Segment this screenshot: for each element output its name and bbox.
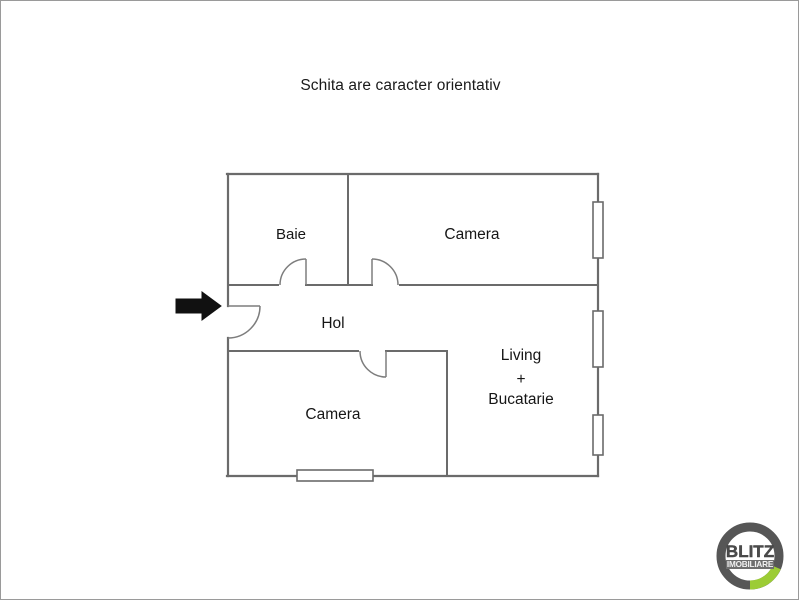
page-title: Schita are caracter orientativ (300, 77, 501, 94)
room-label-baie: Baie (276, 226, 306, 243)
room-label-hol: Hol (321, 315, 344, 332)
interior-walls (227, 173, 599, 477)
door-camera-top (371, 258, 399, 286)
doors (227, 258, 399, 378)
entry-arrow (175, 291, 222, 321)
room-labels: Baie Camera Hol Camera Living + Bucatari… (276, 226, 554, 423)
brand-logo: BLITZ IMOBILIARE (713, 519, 787, 593)
outer-walls (225, 172, 600, 478)
door-camera-top-arc (371, 258, 399, 286)
room-label-camera-top: Camera (444, 226, 500, 243)
logo-ring-accent (749, 565, 781, 590)
window-living-right-lower (592, 414, 604, 456)
window-camera-bottom (296, 469, 374, 482)
door-camera-bottom-arc (359, 350, 387, 378)
door-baie (279, 258, 307, 286)
room-label-living: Living (501, 347, 542, 364)
door-entry-arc (227, 305, 261, 339)
room-label-bucatarie: Bucatarie (488, 391, 553, 408)
room-label-plus: + (516, 371, 525, 388)
door-baie-arc (279, 258, 307, 286)
window-camera-top-right (592, 201, 604, 259)
door-entry (227, 305, 261, 339)
room-label-camera-bottom: Camera (305, 406, 361, 423)
logo-ring-icon (716, 522, 784, 590)
window-living-right-upper (592, 310, 604, 368)
entry-arrow-glyph (175, 291, 222, 321)
windows (296, 201, 604, 482)
door-camera-bottom (359, 350, 387, 378)
